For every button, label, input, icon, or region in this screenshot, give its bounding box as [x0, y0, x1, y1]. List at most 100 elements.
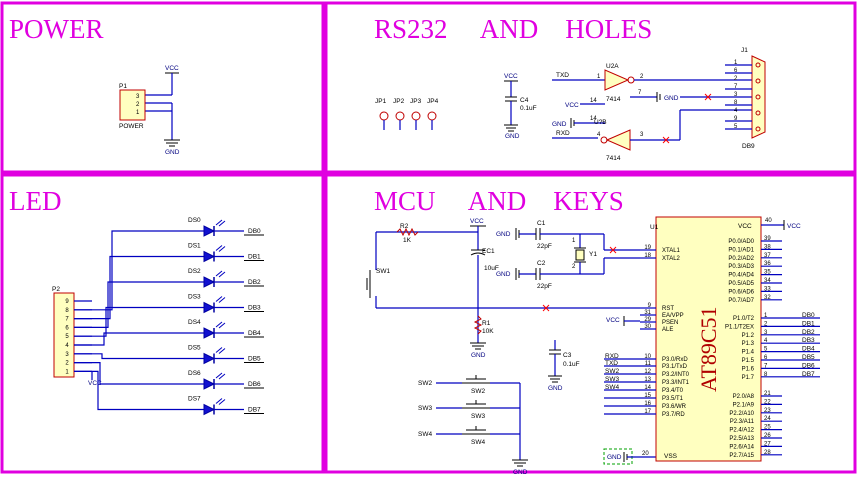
led-connector-pin: 2	[65, 361, 69, 367]
led-connector-ref: P2	[52, 286, 60, 293]
sw1-ref: SW1	[376, 268, 390, 275]
led-connector-pin: 5	[65, 334, 69, 340]
mcu-pin-number: 36	[764, 261, 771, 267]
u2-vcc: VCC	[565, 102, 579, 109]
led-net-label: DB0	[248, 228, 261, 235]
key-sw2-net: SW2	[418, 380, 432, 387]
y1-ref: Y1	[589, 251, 597, 258]
mcu-p1-net: DB2	[802, 329, 815, 336]
mcu-chip-body	[655, 216, 762, 462]
db9-ref: J1	[741, 47, 748, 54]
led-net-label: DB2	[248, 279, 261, 286]
power-pin-2: 2	[136, 102, 140, 108]
led-net-label: DB3	[248, 305, 261, 312]
power-gnd-label: GND	[165, 149, 180, 156]
led-ref: DS5	[188, 345, 201, 352]
mcu-pin-number: 13	[644, 377, 651, 383]
mcu-pin-name: XTAL1	[662, 248, 681, 254]
led-array: DS0DB0DS1DB1DS2DB2DS3DB3DS4DB4DS5DB5DS6D…	[74, 217, 264, 416]
led-connector-pin: 6	[65, 325, 69, 331]
mcu-pin-number: 23	[764, 408, 771, 414]
c1-gnd: GND	[496, 231, 511, 238]
y1-pin-1: 1	[572, 238, 576, 244]
power-connector-ref: P1	[119, 83, 127, 90]
mcu-p1-net: DB7	[802, 371, 815, 378]
c2-value: 22pF	[537, 283, 552, 290]
jumper-jp1: JP1	[375, 98, 387, 105]
mcu-pin-name: P2.1/A9	[733, 402, 755, 408]
db9-pin-1: 1	[734, 60, 738, 66]
mcu-pin-number: 16	[644, 401, 651, 407]
r2-value: 1K	[403, 237, 412, 244]
mcu-pin-name: P2.4/A12	[729, 428, 754, 434]
mcu-pin-name: P2.6/A14	[729, 444, 754, 450]
led-net-label: DB4	[248, 330, 261, 337]
mcu-reset-vcc: VCC	[470, 218, 484, 225]
db9-pin-3: 3	[734, 92, 738, 98]
mcu-pin-name: P0.7/AD7	[728, 298, 754, 304]
mcu-p3-net: SW4	[605, 384, 619, 391]
pin20-label: 20	[642, 451, 649, 457]
db9-pin-8: 8	[734, 100, 738, 106]
mcu-pin-name: P0.2/AD2	[728, 256, 754, 262]
mcu-pin-number: 38	[764, 244, 771, 250]
rs232-txd-net: TXD	[556, 72, 569, 79]
mcu-pin-name: P3.6/WR	[662, 404, 687, 410]
db9-connector: J1 1 6 2 7 3 8 4 9 5 DB9	[725, 47, 766, 150]
mcu-pin-name: XTAL2	[662, 256, 681, 262]
led-diode-symbol	[203, 225, 216, 237]
mcu-pin-number: 24	[764, 416, 771, 422]
rs232-c4-vcc: VCC	[504, 73, 518, 80]
section-title-mcu: MCU AND KEYS	[374, 186, 624, 216]
section-title-power: POWER	[9, 14, 104, 44]
mcu-chip-vcc: VCC	[738, 223, 752, 230]
mcu-pin-name: PSEN	[662, 320, 678, 326]
mcu-pin-name: P3.3/INT1	[662, 380, 690, 386]
jumper-jp2: JP2	[393, 98, 405, 105]
mcu-pin-name: P1.4	[742, 350, 755, 356]
mcu-pin-name: P3.5/T1	[662, 396, 684, 402]
c1-ref: C1	[537, 220, 546, 227]
mcu-pin-number: 29	[644, 317, 651, 323]
mcu-pin-name: P0.6/AD6	[728, 289, 754, 295]
mcu-pin-number: 37	[764, 253, 771, 259]
led-diode-symbol	[203, 250, 216, 263]
power-connector	[119, 89, 146, 121]
led-connector-pin: 8	[65, 308, 69, 314]
c3-ref: C3	[563, 352, 572, 359]
mcu-pin-name: P3.2/INT0	[662, 372, 690, 378]
vss-gnd: GND	[607, 454, 622, 461]
key-sw3-ref: SW3	[471, 413, 485, 420]
led-ref: DS1	[188, 243, 201, 250]
mcu-pin-number: 4	[764, 338, 768, 344]
inverter-u2a	[604, 69, 630, 91]
mcu-right-pins: 39P0.0/AD038P0.1/AD137P0.2/AD236P0.3/AD3…	[725, 236, 820, 459]
db9-pin-5: 5	[734, 124, 738, 130]
led-diode-symbol	[203, 301, 216, 314]
c3-value: 0.1uF	[563, 361, 580, 368]
mcu-p1-net: DB0	[802, 312, 815, 319]
led-diode-symbol	[203, 378, 216, 390]
mcu-p1-net: DB6	[802, 362, 815, 369]
mcu-pin-number: 33	[764, 286, 771, 292]
mcu-pin-name: P3.1/TxD	[662, 364, 688, 370]
power-section: VCC GND P1 POWER 3 2 1	[119, 65, 180, 156]
jumper-holes: JP1 JP2 JP3 JP4	[375, 98, 439, 130]
led-connector-pin: 3	[65, 352, 69, 358]
led-ref: DS4	[188, 319, 201, 326]
key-switches: SW2 SW2 SW3 SW3 SW4 SW4 GND	[418, 375, 528, 476]
mcu-pin-number: 7	[764, 363, 768, 369]
mcu-pin-number: 30	[644, 324, 651, 330]
led-diode-symbol	[203, 327, 216, 339]
mcu-section: VCC R2 1K EC1 10uF SW1 R1 10K GND GND C1…	[366, 216, 820, 476]
mcu-pin-number: 28	[764, 450, 771, 456]
r1-ref: R1	[482, 320, 491, 327]
crystal-y1	[575, 249, 585, 261]
ec1-ref: EC1	[482, 248, 495, 255]
mcu-pin-number: 1	[764, 313, 768, 319]
mcu-pin-number: 25	[764, 425, 771, 431]
mcu-chip-vss: VSS	[664, 453, 678, 460]
db9-pin-2: 2	[734, 76, 738, 82]
